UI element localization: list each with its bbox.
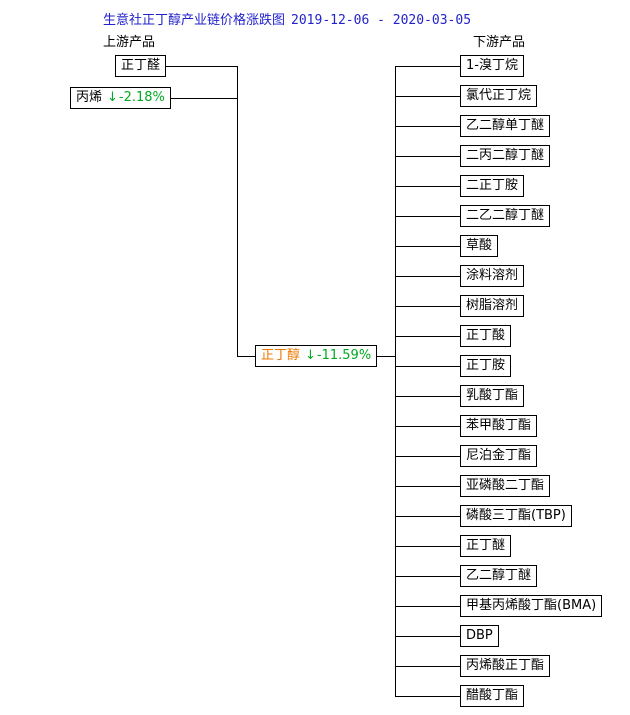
connector-line (395, 426, 461, 427)
downstream-product-box: 正丁酸 (460, 325, 512, 347)
connector-line (395, 66, 396, 696)
downstream-product-box: 涂料溶剂 (460, 265, 525, 287)
downstream-product-box: 树脂溶剂 (460, 295, 525, 317)
connector-line (395, 246, 461, 247)
downstream-product-box: DBP (460, 625, 499, 647)
downstream-product-box: 二乙二醇丁醚 (460, 205, 551, 227)
downstream-product-box: 亚磷酸二丁酯 (460, 475, 551, 497)
downstream-product-box: 磷酸三丁酯(TBP) (460, 505, 572, 527)
price-change: ↓-2.18% (107, 90, 165, 105)
title-date-range: 2019-12-06 - 2020-03-05 (291, 13, 472, 28)
connector-line (395, 216, 461, 217)
connector-line (395, 636, 461, 637)
downstream-product-box: 醋酸丁酯 (460, 685, 525, 707)
connector-line (395, 156, 461, 157)
downstream-product-box: 尼泊金丁酯 (460, 445, 538, 467)
down-arrow-icon: ↓ (305, 348, 316, 363)
connector-line (395, 366, 461, 367)
center-product-box: 正丁醇 ↓-11.59% (255, 345, 378, 367)
downstream-column-label: 下游产品 (473, 35, 526, 50)
downstream-product-box: 正丁胺 (460, 355, 512, 377)
down-arrow-icon: ↓ (107, 90, 118, 105)
connector-line (395, 126, 461, 127)
upstream-product-label: 正丁醛 (121, 58, 161, 73)
connector-line (395, 396, 461, 397)
connector-line (395, 516, 461, 517)
page-title: 生意社正丁醇产业链价格涨跌图 2019-12-06 - 2020-03-05 (103, 9, 471, 28)
downstream-product-box: 乳酸丁酯 (460, 385, 525, 407)
connector-line (395, 186, 461, 187)
connector-line (237, 356, 267, 357)
title-text: 生意社正丁醇产业链价格涨跌图 (103, 13, 286, 28)
connector-line (395, 276, 461, 277)
downstream-product-box: 氯代正丁烷 (460, 85, 538, 107)
connector-line (395, 696, 461, 697)
downstream-product-box: 乙二醇丁醚 (460, 565, 538, 587)
connector-line (155, 98, 237, 99)
downstream-product-box: 二正丁胺 (460, 175, 525, 197)
upstream-product-box: 正丁醛 (115, 55, 167, 77)
center-product-label: 正丁醇 (261, 348, 301, 363)
downstream-product-box: 丙烯酸正丁酯 (460, 655, 551, 677)
connector-line (395, 546, 461, 547)
downstream-product-box: 甲基丙烯酸丁酯(BMA) (460, 595, 603, 617)
connector-line (395, 66, 461, 67)
connector-line (395, 306, 461, 307)
upstream-product-box: 丙烯 ↓-2.18% (70, 87, 171, 109)
connector-line (395, 606, 461, 607)
connector-line (395, 96, 461, 97)
connector-line (395, 486, 461, 487)
connector-line (160, 66, 237, 67)
connector-line (237, 66, 238, 357)
upstream-column-label: 上游产品 (103, 35, 156, 50)
connector-line (395, 336, 461, 337)
price-change: ↓-11.59% (305, 348, 371, 363)
price-change-value: -11.59% (316, 348, 372, 363)
downstream-product-box: 草酸 (460, 235, 499, 257)
connector-line (395, 576, 461, 577)
downstream-product-box: 1-溴丁烷 (460, 55, 524, 77)
downstream-product-box: 二丙二醇丁醚 (460, 145, 551, 167)
downstream-product-box: 苯甲酸丁酯 (460, 415, 538, 437)
downstream-product-box: 正丁醚 (460, 535, 512, 557)
connector-line (395, 666, 461, 667)
connector-line (395, 456, 461, 457)
price-change-value: -2.18% (118, 90, 165, 105)
upstream-product-label: 丙烯 (76, 90, 103, 105)
downstream-product-box: 乙二醇单丁醚 (460, 115, 551, 137)
